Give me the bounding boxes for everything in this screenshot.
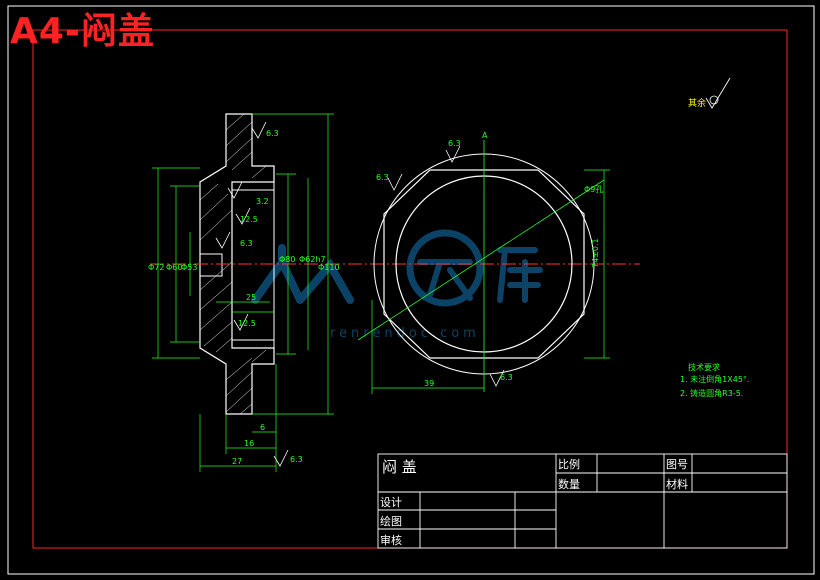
- title-design-label: 设计: [380, 496, 402, 509]
- watermark-site-text: renrendoc.com: [330, 326, 480, 341]
- front-dim-width: 39: [424, 379, 434, 388]
- tech-req-heading: 技术要求: [688, 362, 720, 372]
- section-view: 6.3 3.2 12.5 6.3 25 12.5 6 16 27 6.3 Φ72…: [148, 113, 640, 472]
- dim-text-25: 25: [246, 293, 256, 302]
- title-block: [377, 453, 788, 549]
- section-hatching: [199, 113, 267, 415]
- watermark-logo: [251, 244, 354, 304]
- title-review-label: 审核: [380, 533, 402, 547]
- dim-text-ra-6: 6.3: [290, 455, 303, 464]
- front-outline: [383, 169, 585, 359]
- dim-text-6: 6: [260, 423, 265, 432]
- rest-label: 其余: [688, 97, 706, 109]
- title-scale-label: 比例: [558, 457, 580, 471]
- dim-text-ra-1: 6.3: [266, 129, 279, 138]
- rest-surface-finish: 其余: [688, 77, 731, 109]
- watermark-circle: [406, 229, 484, 307]
- dim-text-phi62h7: Φ62h7: [299, 255, 326, 264]
- front-view: 6.3 6.3 Φ9孔 6.3 39 74±0.1 A: [357, 131, 610, 394]
- tech-requirements: 技术要求 1. 未注倒角1X45°. 2. 铸造圆角R3-5.: [680, 362, 749, 398]
- section-roughness-symbols: [215, 121, 289, 467]
- section-hole: [200, 253, 223, 277]
- dim-text-phi53: Φ53: [181, 263, 197, 272]
- dim-text-phi72: Φ72: [148, 263, 164, 272]
- drawing-title-banner: A4-闷盖: [10, 11, 155, 52]
- front-dim-bottom-ra: 6.3: [500, 373, 513, 382]
- title-material-label: 材料: [666, 477, 688, 491]
- dim-text-phi110: Φ110: [318, 263, 340, 272]
- section-bore: [231, 182, 275, 348]
- dim-text-phi80: Φ80: [279, 255, 295, 264]
- front-section-mark: A: [482, 131, 488, 140]
- dim-text-ra-2: 3.2: [256, 197, 269, 206]
- dim-text-12-5: 12.5: [238, 319, 256, 328]
- title-drafting-label: 绘图: [380, 514, 402, 528]
- front-dim-hole: Φ9孔: [584, 185, 603, 194]
- front-dim-height: 74±0.1: [591, 238, 600, 268]
- outer-border: [7, 5, 815, 575]
- dim-text-16: 16: [244, 439, 254, 448]
- dim-text-27: 27: [232, 457, 242, 466]
- front-dimensions: [371, 169, 610, 394]
- title-quantity-label: 数量: [558, 478, 580, 491]
- tech-req-item-2: 2. 铸造圆角R3-5.: [680, 388, 743, 398]
- title-drawing-no-label: 图号: [666, 458, 688, 471]
- section-dimensions: [152, 113, 334, 472]
- dim-text-ra-3: 12.5: [240, 215, 258, 224]
- tech-req-item-1: 1. 未注倒角1X45°.: [680, 374, 749, 384]
- dim-text-phi60: Φ60: [166, 263, 182, 272]
- front-diagonal-centerline: [357, 179, 605, 341]
- title-part-name: 闷 盖: [382, 458, 417, 476]
- watermark-glyph: [417, 247, 543, 303]
- section-body-outline: [199, 113, 275, 415]
- watermark: renrendoc.com: [251, 229, 543, 341]
- front-dim-left-ra: 6.3: [376, 173, 389, 182]
- front-roughness-symbols: [387, 145, 505, 387]
- front-dim-top-ra: 6.3: [448, 139, 461, 148]
- dim-text-ra-4: 6.3: [240, 239, 253, 248]
